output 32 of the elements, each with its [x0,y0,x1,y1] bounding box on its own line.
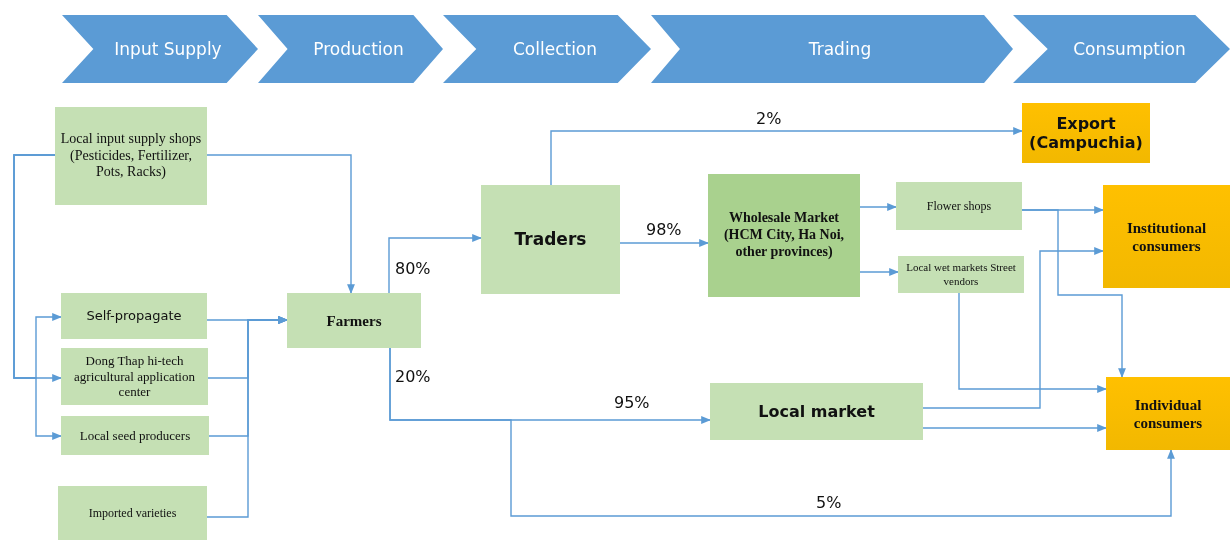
process-box: Wholesale Market (HCM City, Ha Noi, other provinces) [708,174,860,297]
stage-header: Production [258,15,443,83]
arrow [206,316,288,518]
consumer-box: Export (Campuchia) [1022,103,1150,163]
process-box: Local input supply shops (Pesticides, Fertilizer, Pots, Racks) [55,107,207,205]
stage-header: Collection [443,15,651,83]
arrow [206,154,355,294]
process-box: Local seed producers [61,416,209,455]
consumer-box: Individual consumers [1106,377,1230,450]
arrow [550,127,1023,186]
process-box: Flower shops [896,182,1022,230]
consumer-box: Institutional consumers [1103,185,1230,288]
stage-header: Consumption [1013,15,1230,83]
arrow [388,234,482,294]
arrow [958,292,1107,393]
stage-header: Trading [651,15,1013,83]
process-box: Imported varieties [58,486,207,540]
process-box: Self-propagate [61,293,207,339]
arrow [922,424,1107,432]
arrow [619,239,709,247]
process-box: Local market [710,383,923,440]
process-box: Farmers [287,293,421,348]
arrow [859,268,899,276]
process-box: Local wet markets Street vendors [898,256,1024,293]
arrow [859,203,897,211]
process-box: Traders [481,185,620,294]
arrow [13,154,62,440]
arrow [389,347,1175,517]
stage-header: Input Supply [62,15,258,83]
arrow [922,247,1104,409]
arrow [1021,209,1126,378]
process-box: Dong Thap hi-tech agricultural application center [61,348,208,405]
